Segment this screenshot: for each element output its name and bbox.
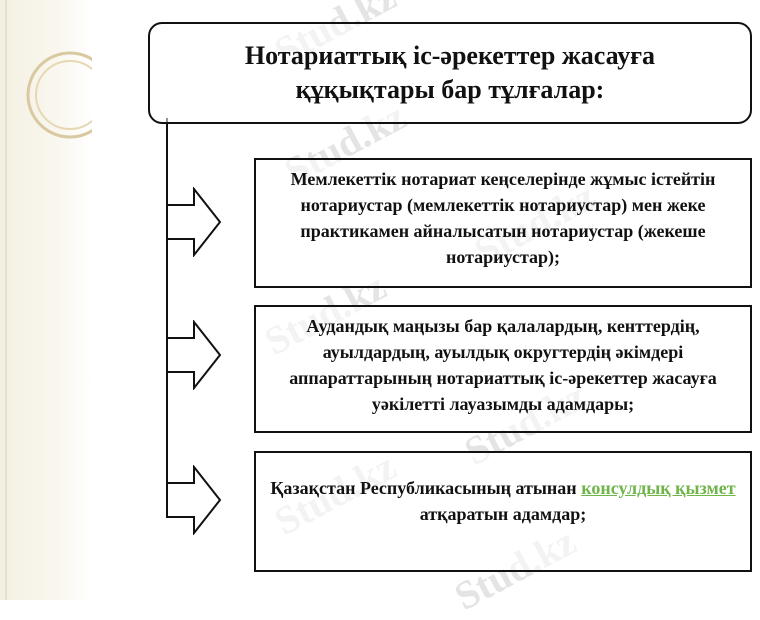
- decorative-rings: [5, 0, 92, 600]
- consular-service-link[interactable]: консулдық қызмет: [581, 478, 736, 498]
- item-text: Қазақстан Республикасының атынан консулд…: [266, 475, 740, 527]
- connector-line: [166, 118, 168, 513]
- right-arrow-icon: [166, 320, 222, 390]
- item-text: Аудандық маңызы бар қалалардың, кенттерд…: [289, 316, 717, 414]
- item-box-akims: Аудандық маңызы бар қалалардың, кенттерд…: [254, 305, 752, 433]
- item-box-notaries: Мемлекеттік нотариат кеңселерінде жұмыс …: [254, 158, 752, 288]
- title-text: Нотариаттық іс-әрекеттер жасауға құқықта…: [244, 41, 656, 104]
- item-text: Мемлекеттік нотариат кеңселерінде жұмыс …: [290, 169, 716, 267]
- right-arrow-icon: [166, 187, 222, 257]
- ring-inner: [35, 60, 92, 130]
- item-text-before: Қазақстан Республикасының атынан: [270, 478, 577, 498]
- item-text-after: атқаратын адамдар;: [419, 504, 587, 524]
- item-box-consular: Қазақстан Республикасының атынан консулд…: [254, 451, 752, 572]
- title-box: Нотариаттық іс-әрекеттер жасауға құқықта…: [148, 22, 752, 124]
- ring-outer: [26, 51, 92, 139]
- decorative-side-strip: [0, 0, 92, 600]
- right-arrow-icon: [166, 465, 222, 535]
